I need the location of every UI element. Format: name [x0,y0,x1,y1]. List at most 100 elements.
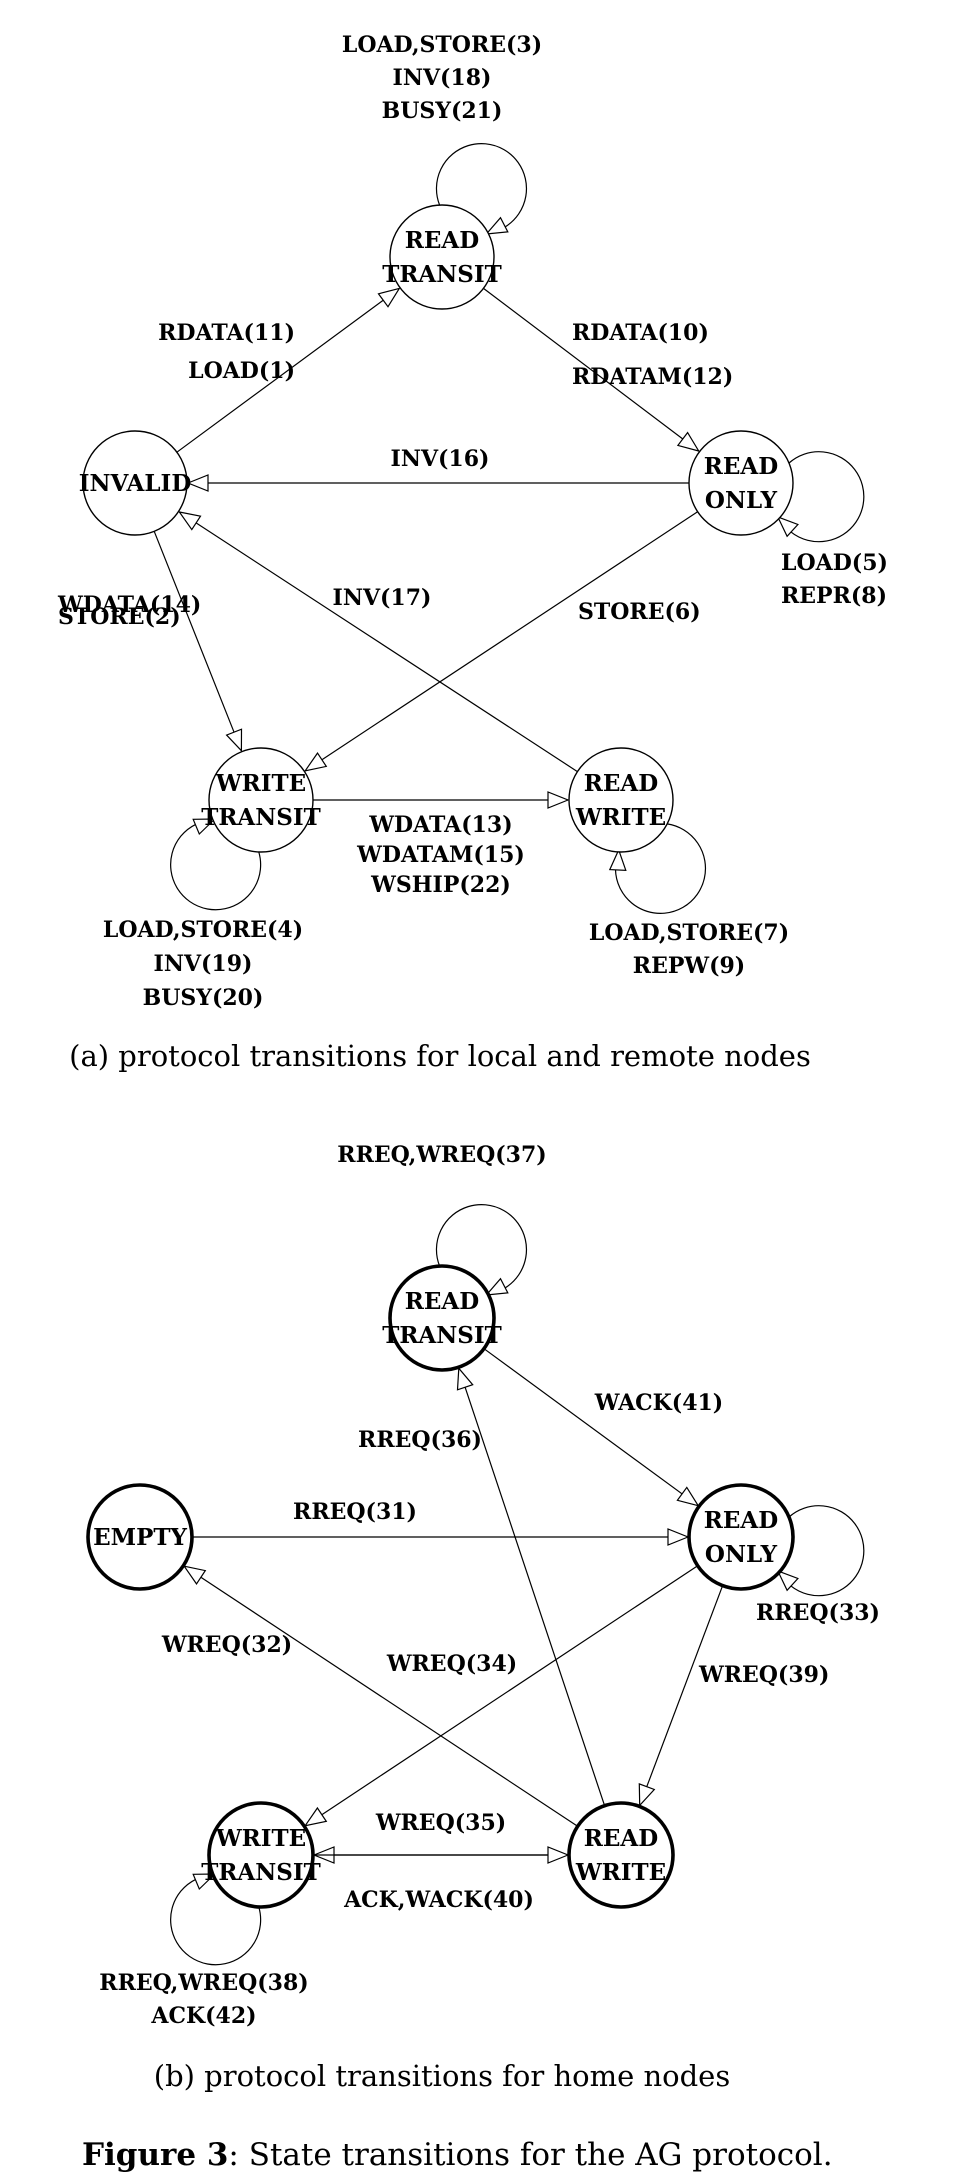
state-label-wt: TRANSIT [201,804,321,831]
state-label-rw: READ [584,770,658,797]
self-loop-rt-arrowhead [484,216,509,235]
state-label-rt: TRANSIT [382,261,502,288]
state-label-wt: WRITE [215,1825,306,1852]
state-node-rt: READ TRANSIT [382,1264,502,1372]
state-node-wt: WRITE TRANSIT [201,747,321,853]
transition-label-line: RREQ,WREQ(37) [337,1142,546,1168]
self-loop-rw [614,823,706,914]
transition-label-line: LOAD,STORE(3) [342,32,542,58]
state-label-em: EMPTY [93,1524,187,1551]
edge-ro-to-wt-arrowhead [303,752,328,772]
transition-label: ACK,WACK(40) [343,1887,534,1913]
transition-label: STORE(6) [578,599,701,625]
state-circle-ro [688,430,794,536]
state-circle-rt [389,204,495,310]
state-label-wt: WRITE [215,770,306,797]
transition-label-line: RDATAM(12) [572,364,733,390]
edge-rw-to-inv [179,511,578,773]
transition-label-line: LOAD,STORE(7) [589,920,789,946]
transition-label-line: BUSY(21) [382,98,503,124]
transition-label-line: REPR(8) [781,583,887,609]
edge-rw-to-rt [458,1368,606,1806]
state-circle-wt [207,1801,315,1909]
state-label-rt: TRANSIT [382,1322,502,1349]
edge-ro-to-wt [304,511,698,772]
transition-label-line: INV(19) [154,951,253,977]
transition-label-line: BUSY(20) [143,985,264,1011]
transition-label: WDATA(13)WDATAM(15)WSHIP(22) [356,812,525,898]
state-label-rw: WRITE [575,1859,666,1886]
figure-caption: Figure 3: State transitions for the AG p… [82,2137,833,2173]
state-circle-inv [82,430,188,536]
edge-rw-to-em [183,1565,578,1827]
transition-label: STORE(2)WDATA(14) [57,592,201,630]
transition-label-line: WREQ(35) [375,1810,506,1836]
self-loop-wt-arrowhead [192,1873,217,1891]
edge-rt-to-ro-arrowhead [676,431,700,452]
state-label-rw: READ [584,1825,658,1852]
self-loop-ro-arrowhead [776,1569,799,1592]
edge-inv-to-rt-arrowhead [377,287,401,308]
state-circle-rw [568,747,674,853]
edge-ro-to-inv-arrowhead [186,474,209,492]
edge-rt-to-ro [483,1348,699,1507]
state-label-ro: READ [704,453,778,480]
transition-label: RDATA(11)LOAD(1) [158,320,295,384]
transition-label-line: RREQ,WREQ(38) [99,1970,308,1996]
self-loop-rt [435,1204,527,1295]
transition-label-line: LOAD(5) [781,550,888,576]
edge-rt-to-ro-arrowhead [676,1486,700,1507]
state-circle-rt [388,1264,496,1372]
transition-label-line: INV(16) [391,446,490,472]
transition-label-line: INV(17) [333,585,432,611]
state-circle-wt [208,747,314,853]
state-circle-ro [687,1483,795,1591]
transition-label: LOAD,STORE(7) REPW(9) [589,920,789,979]
transition-label: WACK(41) [594,1390,723,1416]
self-loop-wt-arrowhead [192,818,217,836]
caption-b: (b) protocol transitions for home nodes [154,2059,730,2093]
transition-label-line: ACK,WACK(40) [343,1887,534,1913]
transition-label: LOAD,STORE(4)INV(19)BUSY(20) [103,917,303,1011]
state-node-em: EMPTY [86,1483,194,1591]
edge-inv-to-rt [176,287,400,453]
transition-label: INV(16) [391,446,490,472]
state-node-rw: READ WRITE [568,747,674,853]
edge-ro-to-rw [639,1585,724,1806]
caption-a: (a) protocol transitions for local and r… [69,1039,811,1073]
self-loop-ro-arrowhead [776,515,799,538]
transition-label: WREQ(39) [698,1662,829,1688]
transition-label-line: STORE(2) [58,604,181,630]
state-label-wt: TRANSIT [201,1859,321,1886]
edge-rw-to-inv-arrowhead [178,511,202,531]
self-loop-rw-arrowhead [608,848,627,871]
state-node-inv: INVALID [79,430,192,536]
state-label-rt: READ [405,1288,479,1315]
state-circle-rw [567,1801,675,1909]
state-label-inv: INVALID [79,470,192,497]
transition-label: RREQ(33) [756,1600,880,1626]
transition-label-line: WDATA(14) [57,592,201,618]
transition-label: RREQ,WREQ(37) [337,1142,546,1168]
diagram-local-remote: READTRANSITINVALIDREADONLYWRITETRANSITRE… [57,32,888,1011]
state-label-rw: WRITE [575,804,666,831]
self-loop-wt [170,819,262,911]
edge-em-to-ro-arrowhead [667,1528,690,1546]
transition-label: WREQ(35) [375,1810,506,1836]
transition-label-line: WREQ(39) [698,1662,829,1688]
edge-ro-to-wt-arrowhead [303,1806,328,1827]
transition-label-line: WREQ(32) [161,1632,292,1658]
transition-label: RREQ,WREQ(38)ACK(42) [99,1970,308,2029]
diagram-home: READTRANSITEMPTYREADONLYWRITETRANSITREAD… [86,1142,880,2029]
transition-label-line: RREQ(33) [756,1600,880,1626]
transition-label: LOAD(5) REPR(8) [781,550,888,609]
transition-label-line: WSHIP(22) [370,872,511,898]
transition-label: INV(17) [333,585,432,611]
transition-label-line: REPW(9) [633,953,745,979]
state-node-wt: WRITE TRANSIT [201,1801,321,1909]
transition-label-line: RREQ(36) [358,1427,482,1453]
